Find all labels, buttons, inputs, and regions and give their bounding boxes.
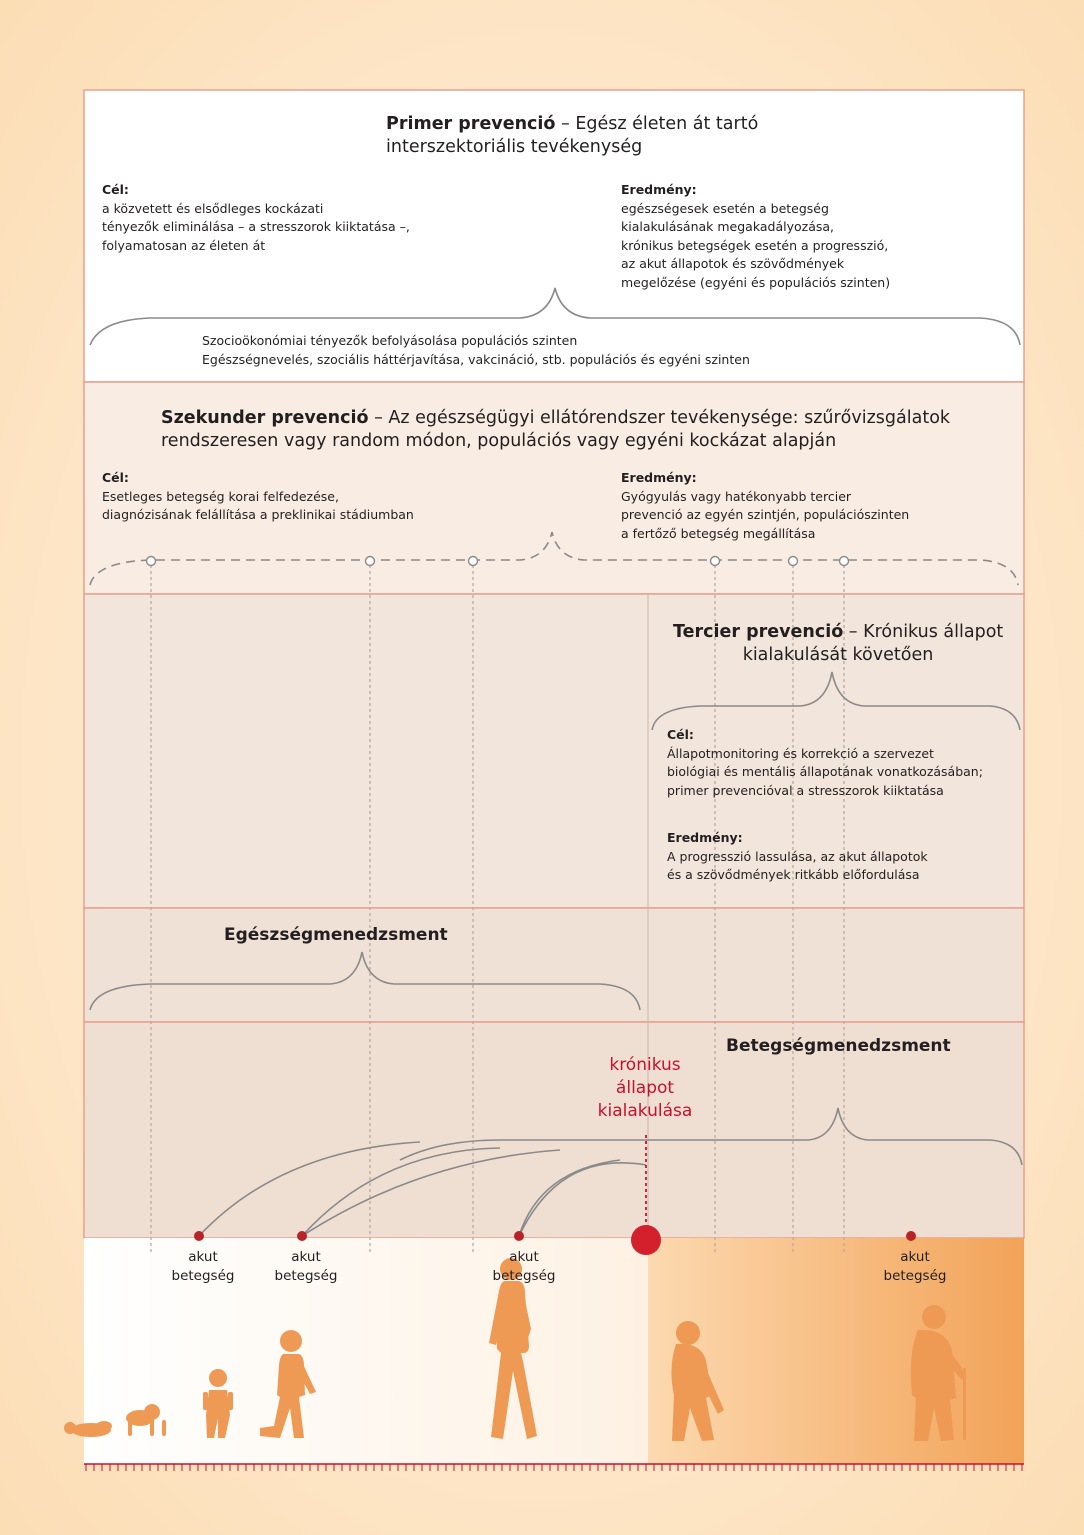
baby-lying-icon: [64, 1421, 112, 1437]
acute-label-line2: betegség: [883, 1268, 947, 1284]
szekunder-dashed-brace: [89, 531, 1019, 586]
primer-goal-line: tényezők eliminálása – a stresszorok kii…: [102, 219, 410, 234]
primer-box: [83, 89, 1025, 383]
primer-brace: [89, 287, 1021, 346]
acute-arc-5: [518, 1161, 647, 1237]
acute-label-line2: betegség: [171, 1268, 235, 1284]
tercier-title: Tercier prevenció – Krónikus állapot kia…: [673, 621, 1003, 667]
primer-brace-text: Szocioökonómiai tényezők befolyásolása p…: [202, 332, 750, 369]
acute-label-line1: akut: [900, 1249, 930, 1265]
elderly-icon: [671, 1321, 724, 1441]
screening-node-6: [838, 555, 850, 567]
baby-crawling-icon: [126, 1404, 166, 1436]
primer-goal-line: a közvetett és elsődleges kockázati: [102, 200, 324, 216]
szekunder-result-line: a fertőző betegség megállítása: [621, 525, 816, 541]
szekunder-result: Eredmény: Gyógyulás vagy hatékonyabb ter…: [621, 469, 909, 543]
szekunder-result-label: Eredmény:: [621, 470, 697, 485]
primer-title: Primer prevenció – Egész életen át tartó…: [386, 113, 758, 159]
szekunder-title: Szekunder prevenció – Az egészségügyi el…: [161, 407, 950, 453]
tercier-result-line: és a szövődmények ritkább előfordulása: [667, 867, 920, 882]
primer-result-line: krónikus betegségek esetén a progresszió…: [621, 237, 889, 253]
primer-title-rest: – Egész életen át tartó: [555, 114, 759, 134]
screening-node-4: [709, 555, 721, 567]
primer-title-line2: interszektoriális tevékenység: [386, 137, 643, 157]
szekunder-title-bold: Szekunder prevenció: [161, 408, 369, 428]
acute-label-2: akut betegség: [261, 1248, 351, 1286]
tercier-result: Eredmény: A progresszió lassulása, az ak…: [667, 829, 928, 885]
szekunder-goal-label: Cél:: [102, 470, 129, 485]
szekunder-goal-line: diagnózisának felállítása a preklinikai …: [102, 507, 414, 522]
tercier-box: [83, 593, 1025, 909]
timeline-ticks: [85, 1464, 1023, 1471]
primer-result-line: megelőzése (egyéni és populációs szinten…: [621, 274, 891, 290]
child-walking-icon: [260, 1330, 316, 1438]
tercier-goal-line: Állapotmonitoring és korrekció a szervez…: [667, 745, 934, 761]
screening-node-1: [145, 555, 157, 567]
tercier-title-rest: – Krónikus állapot: [843, 622, 1004, 642]
egeszseg-brace: [89, 951, 641, 1011]
acute-arc-2: [301, 1147, 501, 1237]
primer-goal: Cél: a közvetett és elsődleges kockázati…: [102, 181, 410, 255]
chronic-onset-label: krónikus állapot kialakulása: [580, 1054, 710, 1123]
chronic-onset-line: kialakulása: [597, 1101, 693, 1121]
young-life-band: [84, 1238, 648, 1464]
primer-brace-line: Egészségnevelés, szociális háttérjavítás…: [202, 351, 750, 367]
toddler-icon: [203, 1369, 233, 1438]
tercier-brace: [651, 671, 1021, 731]
elderly-cane-icon: [910, 1305, 966, 1441]
tercier-result-line: A progresszió lassulása, az akut állapot…: [667, 848, 928, 864]
acute-label-1: akut betegség: [158, 1248, 248, 1286]
acute-arc-1: [198, 1141, 421, 1237]
acute-label-3: akut betegség: [479, 1248, 569, 1286]
primer-goal-line: folyamatosan az életen át: [102, 237, 266, 253]
chronic-onset-line: krónikus: [609, 1055, 681, 1075]
szekunder-result-line: Gyógyulás vagy hatékonyabb tercier: [621, 488, 852, 504]
betegseg-brace: [399, 1107, 1023, 1166]
screening-node-2: [364, 555, 376, 567]
acute-label-4: akut betegség: [870, 1248, 960, 1286]
primer-result-line: egészségesek esetén a betegség: [621, 200, 829, 216]
acute-dot-2: [297, 1231, 307, 1241]
szekunder-title-line2: rendszeresen vagy random módon, populáci…: [161, 431, 837, 451]
tercier-goal: Cél: Állapotmonitoring és korrekció a sz…: [667, 726, 983, 800]
chronic-onset-line: állapot: [615, 1078, 675, 1098]
screening-node-5: [787, 555, 799, 567]
primer-result-line: az akut állapotok és szövődmények: [621, 256, 845, 271]
acute-label-line1: akut: [188, 1249, 218, 1265]
acute-dot-4: [906, 1231, 916, 1241]
primer-brace-line: Szocioökonómiai tényezők befolyásolása p…: [202, 333, 578, 348]
primer-title-bold: Primer prevenció: [386, 114, 556, 134]
chronic-onset-dot: [631, 1225, 661, 1255]
tercier-title-bold: Tercier prevenció: [673, 622, 844, 642]
acute-arc-4: [518, 1159, 621, 1237]
szekunder-result-line: prevenció az egyén szintjén, populációsz…: [621, 507, 910, 522]
acute-arc-3: [301, 1149, 561, 1237]
tercier-result-label: Eredmény:: [667, 830, 743, 845]
primer-result-line: kialakulásának megakadályozása,: [621, 219, 835, 234]
screening-node-3: [467, 555, 479, 567]
tercier-goal-line: biológiai és mentális állapotának vonatk…: [667, 764, 983, 779]
acute-dot-1: [194, 1231, 204, 1241]
acute-dot-3: [514, 1231, 524, 1241]
tercier-goal-label: Cél:: [667, 727, 694, 742]
tercier-title-line2: kialakulását követően: [742, 645, 934, 665]
szekunder-box: [83, 381, 1025, 595]
szekunder-title-rest: – Az egészségügyi ellátórendszer tevéken…: [368, 408, 951, 428]
primer-result-label: Eredmény:: [621, 182, 697, 197]
egeszsegmenedzsment-label: Egészségmenedzsment: [224, 925, 448, 945]
egeszseg-box: [83, 907, 1025, 1023]
szekunder-goal: Cél: Esetleges betegség korai felfedezés…: [102, 469, 414, 525]
acute-label-line2: betegség: [274, 1268, 338, 1284]
primer-result: Eredmény: egészségesek esetén a betegség…: [621, 181, 890, 292]
acute-label-line2: betegség: [492, 1268, 556, 1284]
tercier-goal-line: primer prevencióval a stresszorok kiikta…: [667, 782, 944, 798]
acute-label-line1: akut: [291, 1249, 321, 1265]
primer-goal-label: Cél:: [102, 182, 129, 197]
szekunder-goal-line: Esetleges betegség korai felfedezése,: [102, 488, 339, 504]
betegsegmenedzsment-label: Betegségmenedzsment: [726, 1036, 951, 1056]
acute-label-line1: akut: [509, 1249, 539, 1265]
